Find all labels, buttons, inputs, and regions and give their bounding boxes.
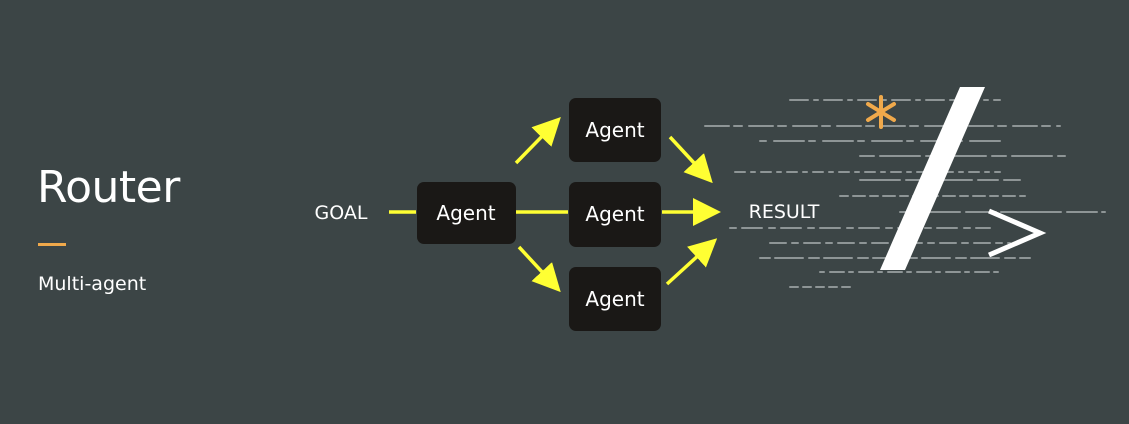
slash-icon — [880, 87, 985, 270]
arrow-router-to-agent-top — [514, 116, 561, 165]
agent-top-label: Agent — [585, 118, 644, 142]
result-label: RESULT — [749, 201, 820, 223]
agent-node-top: Agent — [569, 98, 661, 162]
chevron-right-icon — [988, 208, 1047, 258]
flow-arrows — [389, 116, 721, 293]
agent-bottom-label: Agent — [585, 287, 644, 311]
asterisk-icon — [866, 95, 896, 129]
arrow-agent-top-to-result — [668, 135, 713, 184]
goal-label: GOAL — [315, 202, 368, 224]
arrow-router-to-agent-bottom — [517, 245, 561, 293]
code-logo-icon — [866, 87, 1047, 270]
agent-node-middle: Agent — [569, 182, 661, 247]
agent-middle-label: Agent — [585, 202, 644, 226]
slide-subtitle: Multi-agent — [38, 273, 147, 295]
arrow-agent-bottom-to-result — [665, 238, 718, 286]
router-agent-node: Agent — [417, 182, 516, 244]
router-agent-label: Agent — [436, 201, 495, 225]
agent-node-bottom: Agent — [569, 267, 661, 331]
title-accent-bar — [38, 243, 66, 246]
slide-title: Router — [37, 162, 180, 213]
